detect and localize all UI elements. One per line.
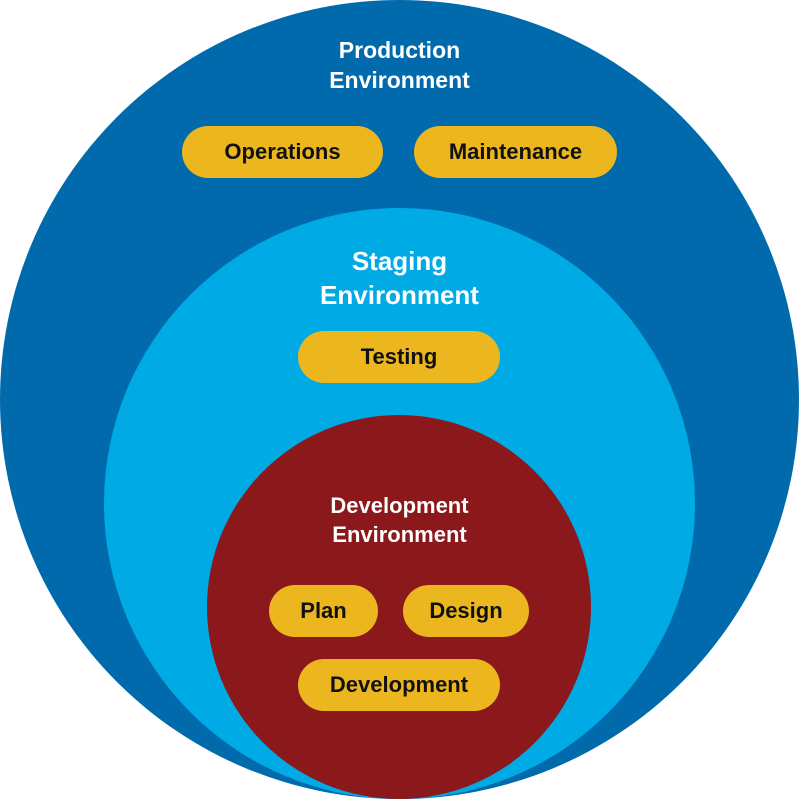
production-title-line-2: Environment [329,66,470,93]
staging-environment-title: Staging Environment [0,245,799,313]
testing-pill: Testing [298,331,500,383]
maintenance-pill: Maintenance [414,126,617,178]
design-pill: Design [403,585,529,637]
staging-title-line-1: Staging [351,246,448,276]
development-environment-circle [207,415,591,799]
development-pill: Development [298,659,500,711]
plan-pill: Plan [269,585,378,637]
development-environment-title: Development Environment [0,492,799,549]
staging-title-line-2: Environment [320,279,479,310]
development-title-line-2: Environment [332,521,467,547]
operations-pill: Operations [182,126,383,178]
production-environment-title: Production Environment [0,36,799,96]
development-title-line-1: Development [330,493,469,518]
production-title-line-1: Production [338,37,461,63]
